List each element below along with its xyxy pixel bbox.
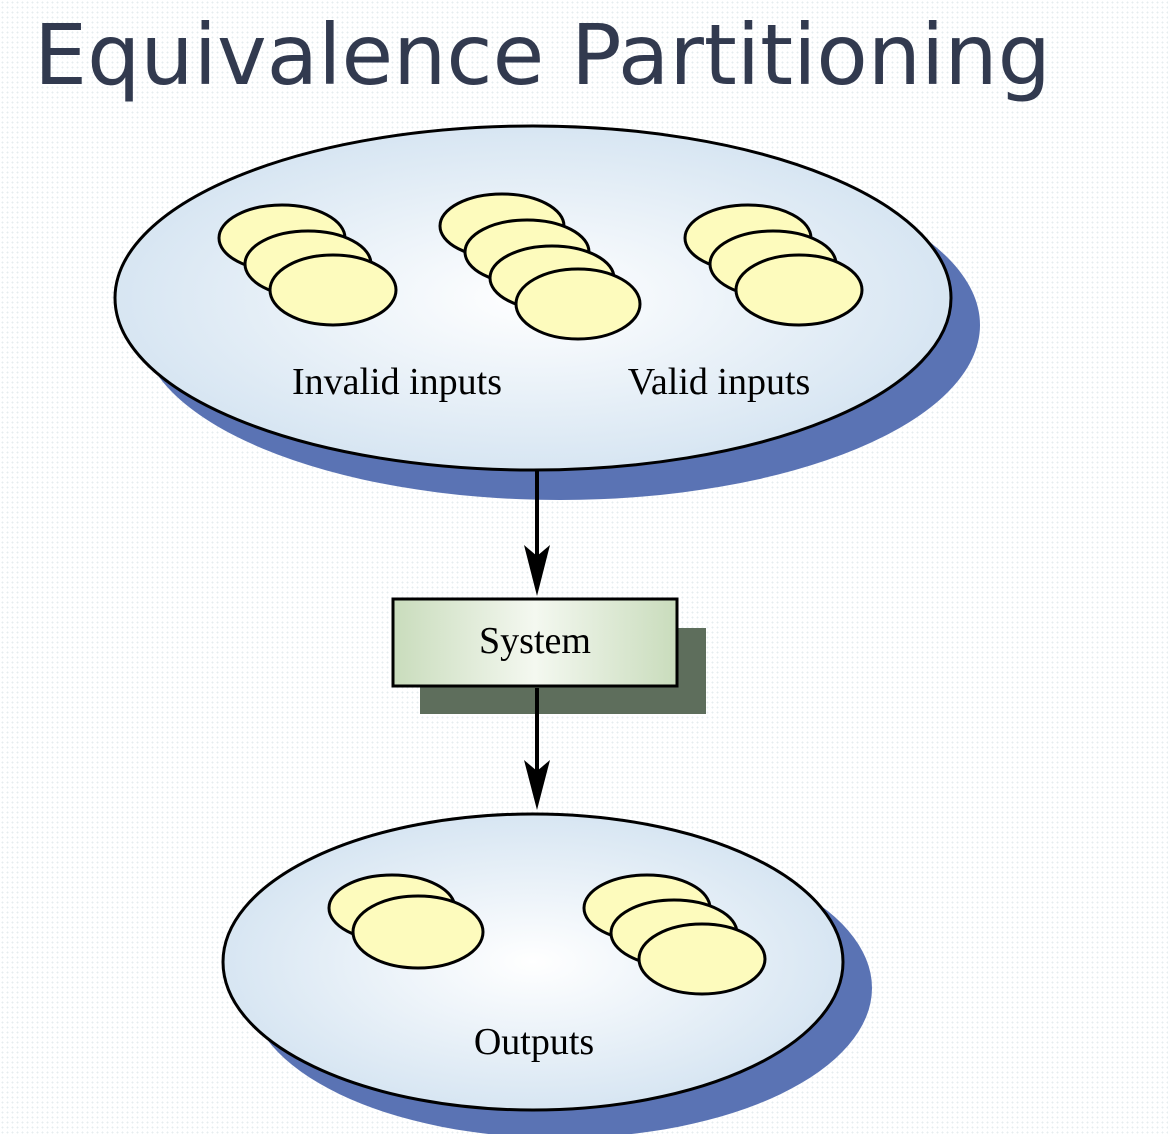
arrow-to-outputs [524, 688, 550, 810]
output-partition-group-1 [327, 873, 485, 970]
input-domain: Invalid inputs Valid inputs [113, 124, 980, 500]
arrow-to-system [524, 470, 550, 596]
system-box: System [391, 597, 706, 714]
partition-ellipse [514, 267, 642, 341]
partition-ellipse [637, 922, 767, 996]
partition-ellipse [268, 253, 398, 327]
output-domain: Outputs [221, 812, 872, 1134]
system-box-rect [391, 597, 679, 688]
slide-title: Equivalence Partitioning [34, 6, 1051, 104]
invalid-partition-group-2 [438, 192, 642, 341]
partition-ellipse [351, 894, 485, 970]
valid-partition-group [683, 203, 864, 327]
partition-ellipse [734, 253, 864, 327]
valid-inputs-label: Valid inputs [628, 361, 811, 403]
output-partition-group-2 [582, 873, 767, 996]
invalid-inputs-label: Invalid inputs [292, 361, 502, 403]
system-label: System [479, 620, 591, 662]
invalid-partition-group-1 [217, 203, 398, 327]
outputs-label: Outputs [474, 1021, 594, 1063]
